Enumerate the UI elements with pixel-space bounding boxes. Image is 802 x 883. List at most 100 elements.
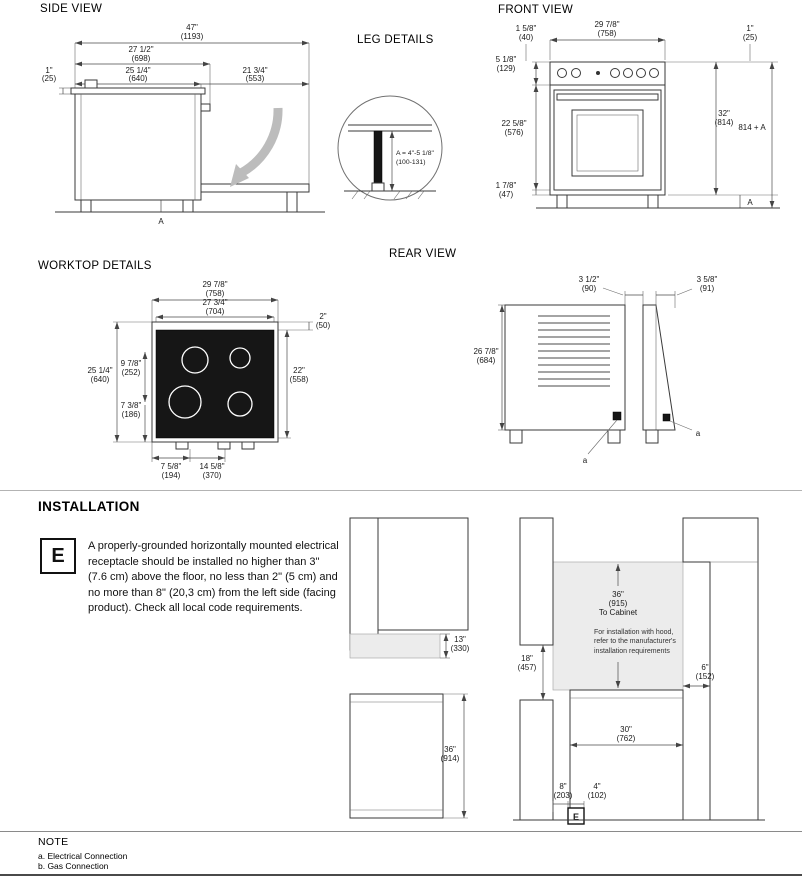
dim-front-width-in: 29 7/8"	[594, 20, 619, 29]
callout-a-gas: a	[696, 429, 701, 438]
indicator-light	[596, 71, 600, 75]
range-outline	[569, 689, 684, 821]
dim-side-body-in: 25 1/4"	[125, 66, 150, 75]
leg-left	[556, 194, 568, 209]
front-tab-2	[217, 441, 231, 450]
leg-rear	[80, 199, 92, 213]
dim-front-leg-label: A	[747, 198, 753, 207]
dim-hood-clearance-in: 36"	[612, 590, 624, 599]
dim-wt-tab1-mm: (194)	[162, 471, 181, 480]
install-left-diagram: 13" (330) 36" (914)	[349, 517, 470, 819]
handle-side	[200, 103, 211, 112]
side-panel-profile	[642, 304, 676, 431]
note-divider	[0, 831, 802, 832]
receptacle-marker-letter: E	[573, 812, 579, 822]
dim-wt-innerw-mm: (704)	[206, 307, 225, 316]
dim-front-height-mm: (814)	[715, 118, 734, 127]
knob-1	[557, 68, 567, 78]
leg-front	[182, 199, 194, 213]
dim-band-in: 13"	[454, 635, 466, 644]
burner-front-left	[168, 385, 202, 419]
dim-side-handle-mm: (698)	[132, 54, 151, 63]
backguard	[84, 79, 98, 89]
dim-wt-offsetback-in: 9 7/8"	[121, 359, 142, 368]
leg-detail-dim: A = 4"-5 1/8" (100-131)	[389, 131, 434, 191]
dim-wt-innerw-in: 27 3/4"	[202, 298, 227, 307]
note-title: NOTE	[38, 836, 69, 848]
dim-range-width-mm: (762)	[617, 734, 636, 743]
leg-detail-shapes	[344, 124, 436, 200]
dim-side-top-in: 1"	[45, 66, 52, 75]
leg-left	[509, 429, 523, 444]
knob-3	[610, 68, 620, 78]
oven-door	[553, 89, 662, 191]
dim-rear-height-in: 26 7/8"	[473, 347, 498, 356]
open-door	[200, 183, 310, 193]
dim-front-door-in: 22 5/8"	[501, 119, 526, 128]
knob-5	[636, 68, 646, 78]
dim-hood-clearance-label: To Cabinet	[599, 608, 638, 617]
dim-range-width-in: 30"	[620, 725, 632, 734]
electrical-legend-box: E	[40, 538, 76, 574]
gas-connection-block	[662, 413, 671, 422]
dim-right-gap-mm: (152)	[696, 672, 715, 681]
dim-leg-range-in: A = 4"-5 1/8"	[396, 150, 434, 157]
worktop-slab	[70, 87, 206, 95]
dim-side-door-mm: (553)	[246, 74, 265, 83]
dim-rear-gapright-in: 3 5/8"	[697, 275, 718, 284]
knob-2	[571, 68, 581, 78]
hood-installation-note: For installation with hood, refer to the…	[594, 629, 676, 655]
rear-view-dims: 3 1/2" (90) 3 5/8" (91) 26 7/8" (684)	[473, 275, 718, 431]
dim-front-height-in: 32"	[718, 109, 730, 118]
dim-wt-offsetfront-in: 7 3/8"	[121, 401, 142, 410]
dim-wt-offsetback-mm: (252)	[122, 368, 141, 377]
range-front	[549, 61, 666, 196]
dim-offset4-mm: (102)	[588, 791, 607, 800]
note-item-electrical: a. Electrical Connection	[38, 851, 128, 861]
back-panel	[504, 304, 626, 431]
worktop-dims: 29 7/8" (758) 27 3/4" (704) 2" (50) 25 1…	[87, 280, 330, 480]
door-support	[286, 191, 298, 213]
note-item-gas: b. Gas Connection	[38, 861, 109, 871]
knob-4	[623, 68, 633, 78]
page-bottom-rule	[0, 874, 802, 876]
dim-wt-tab2-in: 14 5/8"	[199, 462, 224, 471]
front-view-drawing: 29 7/8" (758) 1 5/8" (40) 1" (25) 5 1/8"…	[496, 20, 780, 209]
dim-counter-height-mm: (914)	[441, 754, 460, 763]
upper-cabinet-left	[519, 517, 554, 646]
dim-wt-outerw-in: 29 7/8"	[202, 280, 227, 289]
installation-paragraph: A properly-grounded horizontally mounted…	[88, 540, 339, 614]
dim-side-total-in: 47"	[186, 23, 198, 32]
dim-right-gap-in: 6"	[701, 663, 708, 672]
leg-right	[607, 429, 621, 444]
dim-front-panel-in: 5 1/8"	[496, 55, 517, 64]
door-swing-arrowhead	[230, 164, 249, 187]
front-view-body	[549, 61, 666, 209]
dim-offset8-in: 8"	[559, 782, 566, 791]
dim-front-panel-mm: (129)	[497, 64, 516, 73]
electrical-connection-block	[612, 411, 622, 421]
vent-grille	[538, 315, 610, 387]
dim-front-base-mm: (47)	[499, 190, 514, 199]
callout-a-electrical: a	[583, 456, 588, 465]
dim-side-body-mm: (640)	[129, 74, 148, 83]
dim-rear-gapleft-in: 3 1/2"	[579, 275, 600, 284]
worktop-drawing: 29 7/8" (758) 27 3/4" (704) 2" (50) 25 1…	[87, 280, 330, 480]
dim-left-gap-in: 18"	[521, 654, 533, 663]
upper-cabinet-right	[377, 517, 469, 631]
dim-front-base-in: 1 7/8"	[496, 181, 517, 190]
range-body	[74, 93, 202, 201]
installation-title: INSTALLATION	[38, 499, 140, 514]
side-view-title: SIDE VIEW	[40, 3, 103, 15]
dim-wt-outerd-in: 25 1/4"	[87, 366, 112, 375]
dim-counter-height-in: 36"	[444, 745, 456, 754]
dim-front-toptrim-in: 1"	[746, 24, 753, 33]
knob-6	[649, 68, 659, 78]
install-right-diagram: 36" (915) To Cabinet 18" (457) 6" (152) …	[513, 517, 765, 825]
dim-wt-backstrip-mm: (50)	[316, 321, 331, 330]
front-view-title: FRONT VIEW	[498, 4, 573, 16]
leg-right	[647, 194, 659, 209]
range-outline	[349, 693, 444, 819]
dim-left-gap-mm: (457)	[518, 663, 537, 672]
